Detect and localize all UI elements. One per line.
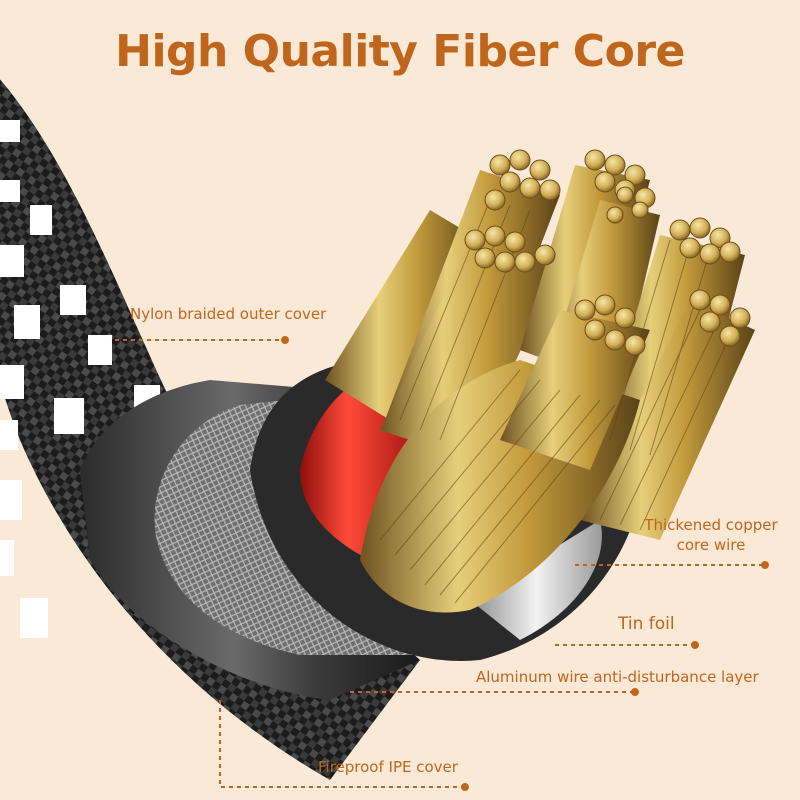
copper-core-wires [325,149,755,613]
leader-fireproof [219,700,465,788]
label-thickened-copper-core-wire: Thickened copper core wire [636,515,786,555]
label-copper-line1: Thickened copper [644,516,778,534]
label-tin-foil: Tin foil [618,614,675,634]
leader-lines [115,339,765,788]
label-aluminum-wire-anti-disturbance-layer: Aluminum wire anti-disturbance layer [476,668,759,686]
tin-foil-layer [470,520,602,640]
leader-dots [281,336,769,791]
page-title: High Quality Fiber Core [115,26,685,77]
label-nylon-braided-outer-cover: Nylon braided outer cover [130,305,327,323]
label-fireproof-ipe-cover: Fireproof IPE cover [318,758,458,776]
label-copper-line2: core wire [676,536,746,554]
